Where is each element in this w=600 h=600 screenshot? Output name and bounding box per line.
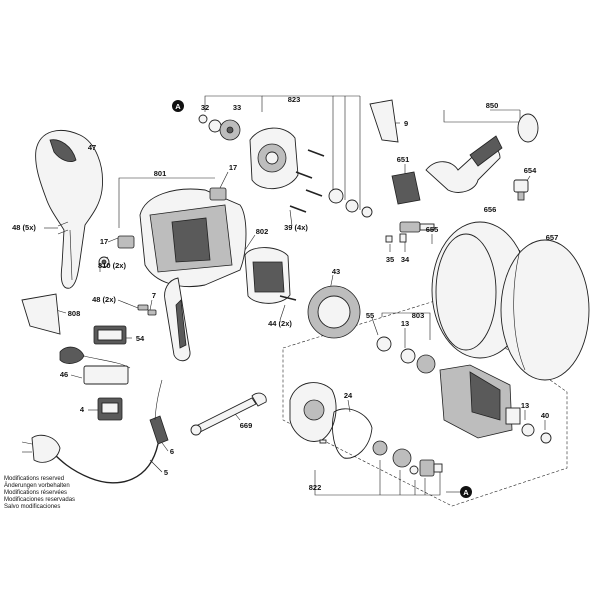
label-808: 808 (68, 309, 81, 318)
part-fan-ring-43 (307, 285, 361, 339)
label-801: 801 (154, 169, 167, 178)
svg-text:A: A (463, 488, 469, 497)
callout-a-bottom: A (460, 486, 472, 498)
label-6: 6 (170, 447, 174, 456)
part-brush-holder-top (209, 187, 227, 201)
label-823: 823 (288, 95, 301, 104)
label-47: 47 (88, 143, 96, 152)
note-line: Änderungen vorbehalten (4, 483, 70, 489)
part-bearing-13a (400, 348, 416, 364)
part-bearing-32 (208, 119, 222, 133)
label-48-2x: 48 (2x) (92, 295, 116, 304)
label-850: 850 (486, 101, 499, 110)
part-ring-2 (361, 206, 373, 218)
part-label-plate (369, 99, 399, 143)
label-669: 669 (240, 421, 253, 430)
part-plug (21, 434, 61, 463)
callout-a-top: A (172, 100, 184, 112)
label-13-b: 13 (521, 401, 529, 410)
part-screws-2x (137, 304, 149, 311)
label-802: 802 (256, 227, 269, 236)
part-ring (345, 199, 359, 213)
part-bearing-13b (521, 423, 535, 437)
label-39-4x: 39 (4x) (284, 223, 308, 232)
part-armature-803 (439, 364, 521, 439)
part-washer-34 (399, 233, 407, 243)
part-screws-5x (57, 221, 69, 235)
note-line: Salvo modificaciones (4, 504, 61, 510)
label-43: 43 (332, 267, 340, 276)
note-line: Modificaciones reservadas (4, 497, 76, 503)
part-switch (93, 325, 127, 345)
label-655: 655 (426, 225, 439, 234)
note-line: Modifications reserved (4, 476, 65, 482)
label-656: 656 (484, 205, 497, 214)
part-bearing-55 (376, 336, 392, 352)
part-motor-housing (139, 188, 247, 362)
label-35: 35 (386, 255, 394, 264)
part-wrench (190, 392, 267, 436)
part-clip (147, 309, 157, 316)
label-13-a: 13 (401, 319, 409, 328)
part-screws-4x (289, 149, 325, 213)
part-electronics (59, 346, 131, 385)
label-55: 55 (366, 311, 374, 320)
part-gear-shaft (419, 459, 443, 477)
label-7: 7 (152, 291, 156, 300)
svg-text:A: A (175, 102, 181, 111)
part-gasket-24 (332, 408, 373, 459)
label-822: 822 (309, 483, 322, 492)
part-gear-mid (392, 448, 412, 468)
label-17-side: 17 (100, 237, 108, 246)
part-brush-holder-side (117, 235, 135, 249)
label-32: 32 (201, 103, 209, 112)
part-brush-center (101, 259, 107, 265)
part-power-cable (51, 443, 159, 484)
part-washer-small (409, 465, 419, 475)
part-knob-654 (513, 179, 529, 201)
part-pad-651 (391, 171, 421, 205)
label-810-2x: 810 (2x) (98, 261, 126, 270)
part-ring-40 (540, 432, 552, 444)
part-field-802 (244, 247, 291, 304)
part-rating-plate (21, 293, 61, 335)
callout-labels: A A 32 33 823 9 850 47 801 17 17 651 654… (12, 95, 558, 498)
label-4: 4 (80, 405, 85, 414)
part-pin (319, 439, 327, 444)
part-housing-half (35, 130, 103, 289)
label-9: 9 (404, 119, 408, 128)
label-654: 654 (524, 166, 537, 175)
part-gear-housing (249, 127, 299, 189)
label-33: 33 (233, 103, 241, 112)
part-cord-guard (149, 379, 169, 445)
label-5: 5 (164, 468, 168, 477)
note-line: Modifications réservées (4, 490, 68, 496)
label-17-top: 17 (229, 163, 237, 172)
label-44-2x: 44 (2x) (268, 319, 292, 328)
part-terminal-block (97, 397, 123, 421)
label-46: 46 (60, 370, 68, 379)
part-fan-803 (416, 354, 436, 374)
part-side-handle (425, 113, 539, 193)
label-48-5x: 48 (5x) (12, 223, 36, 232)
part-screws-44 (279, 295, 297, 301)
label-40: 40 (541, 411, 549, 420)
label-24: 24 (344, 391, 353, 400)
label-657: 657 (546, 233, 559, 242)
part-gear-33-hub (226, 126, 234, 134)
part-spindle-655 (399, 221, 435, 233)
label-54: 54 (136, 334, 145, 343)
part-polishing-pad-657 (500, 239, 590, 381)
part-gear-plate (289, 382, 337, 442)
part-gear-small (372, 440, 388, 456)
modifications-note: Modifications reserved Änderungen vorbeh… (4, 476, 75, 511)
part-bearing (328, 188, 344, 204)
part-key-35 (385, 235, 393, 243)
label-34: 34 (401, 255, 410, 264)
label-803: 803 (412, 311, 425, 320)
part-washer-32 (198, 114, 208, 124)
label-651: 651 (397, 155, 410, 164)
